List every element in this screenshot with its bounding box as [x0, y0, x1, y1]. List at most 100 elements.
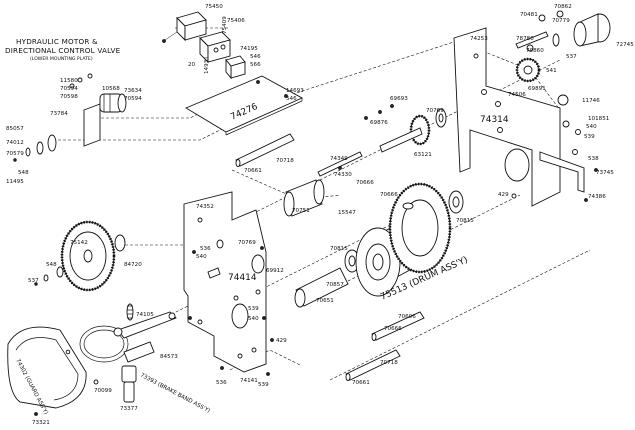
part-label: 546	[286, 96, 297, 102]
part-label: 70751	[292, 208, 310, 214]
part-label: 540	[586, 124, 597, 130]
part-label: 14693	[286, 88, 304, 94]
part-label: 539	[248, 306, 259, 312]
brake-band-assembly-label: 73393 (BRAKE BAND ASS'Y)	[139, 372, 211, 414]
part-label: 539	[584, 134, 595, 140]
part-label: 70860	[526, 48, 544, 54]
part-label: 566	[250, 62, 261, 68]
part-label: 70666	[384, 326, 402, 332]
part-label: 74105	[136, 312, 154, 318]
part-label: 10568	[102, 86, 120, 92]
part-label: 75409	[222, 16, 228, 34]
part-label: 75406	[227, 18, 245, 24]
directional-control-valve	[162, 11, 246, 80]
part-label: 70598	[60, 94, 78, 100]
part-label: 74314	[480, 115, 509, 125]
part-label: 548	[46, 262, 57, 268]
part-label: 70769	[238, 240, 256, 246]
part-label: 78780	[516, 36, 534, 42]
part-label: 536	[216, 380, 227, 386]
part-label: 70651	[316, 298, 334, 304]
part-label: 84573	[160, 354, 178, 360]
part-label: 536	[200, 246, 211, 252]
part-label: 70481	[520, 12, 538, 18]
part-label: 73784	[50, 111, 68, 117]
part-label: 69876	[370, 120, 388, 126]
part-label: 75142	[70, 240, 88, 246]
part-label: 538	[588, 156, 599, 162]
part-label: 74330	[334, 172, 352, 178]
part-label: 540	[196, 254, 207, 260]
part-label: 539	[258, 382, 269, 388]
part-label: 70718	[276, 158, 294, 164]
brake-band-assembly	[79, 303, 177, 403]
part-label: 70718	[380, 360, 398, 366]
part-label: 70661	[352, 380, 370, 386]
top-right-motor-parts	[515, 10, 611, 128]
part-label: 73745	[596, 170, 614, 176]
part-label: 74141	[240, 378, 258, 384]
part-label: 70666	[380, 192, 398, 198]
part-label: 541	[546, 68, 557, 74]
part-label: 70099	[94, 388, 112, 394]
part-label: 429	[498, 192, 509, 198]
part-label: 70696	[398, 314, 416, 320]
part-label: 548	[18, 170, 29, 176]
part-label: 11746	[582, 98, 600, 104]
part-label: 63121	[414, 152, 432, 158]
part-label: 69693	[390, 96, 408, 102]
part-label: 73634	[124, 88, 142, 94]
part-label: 429	[276, 338, 287, 344]
part-label: 74195	[240, 46, 258, 52]
lower-mounting-plate	[185, 75, 304, 136]
part-label: 70815	[456, 218, 474, 224]
part-label: 537	[566, 54, 577, 60]
part-label: 20	[188, 62, 196, 68]
right-side-plate	[453, 27, 585, 207]
part-label: 540	[248, 316, 259, 322]
part-label: 70815	[330, 246, 348, 252]
part-label: 73321	[32, 420, 50, 426]
part-label: 73377	[120, 406, 138, 412]
part-label: 70769	[426, 108, 444, 114]
part-label: 74352	[196, 204, 214, 210]
shafts-and-spacers	[114, 108, 464, 381]
part-label: 74506	[508, 92, 526, 98]
part-label: 70862	[554, 4, 572, 10]
hydraulic-motor	[13, 73, 127, 162]
part-label: 75450	[205, 4, 223, 10]
part-label: 70857	[326, 282, 344, 288]
part-label: 70594	[124, 96, 142, 102]
part-label: 14931	[204, 56, 210, 74]
fastener-hardware	[188, 80, 598, 376]
part-label: 84720	[124, 262, 142, 268]
part-label: 74386	[588, 194, 606, 200]
part-label: 85057	[6, 126, 24, 132]
part-label: 74253	[470, 36, 488, 42]
part-label: 69891	[528, 86, 546, 92]
title-line-1: HYDRAULIC MOTOR &	[16, 37, 98, 46]
large-spur-gear	[34, 220, 116, 292]
part-label: 101851	[588, 116, 610, 122]
part-label: 74349	[330, 156, 348, 162]
part-label: 74414	[228, 273, 257, 283]
part-label: 11580	[60, 78, 78, 84]
guard-assembly	[7, 326, 87, 416]
part-label: 74012	[6, 140, 24, 146]
drum-assembly	[355, 182, 452, 297]
title-line-3: (LOWER MOUNTING PLATE)	[30, 56, 93, 62]
part-label: 70594	[60, 86, 78, 92]
diagram-title: HYDRAULIC MOTOR & DIRECTIONAL CONTROL VA…	[5, 37, 121, 62]
part-number-labels: 75450 75406 75409 74195 14931 546 566 20…	[6, 4, 634, 426]
part-label: 537	[28, 278, 39, 284]
part-label: 70579	[6, 151, 24, 157]
part-label: 69912	[266, 268, 284, 274]
part-label: 70661	[244, 168, 262, 174]
part-label: 72745	[616, 42, 634, 48]
title-line-2: DIRECTIONAL CONTROL VALVE	[5, 46, 121, 55]
part-label: 70779	[552, 18, 570, 24]
left-side-plate	[183, 191, 267, 373]
part-label: 15547	[338, 210, 356, 216]
part-label: 546	[250, 54, 261, 60]
